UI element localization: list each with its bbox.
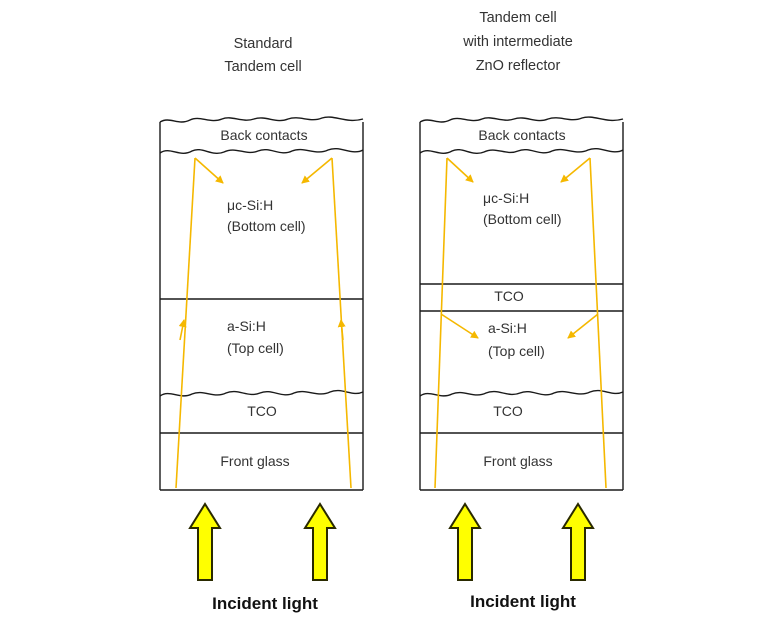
left-ray-2-reflection	[301, 157, 333, 184]
left-title-line1: Standard	[234, 36, 293, 52]
left-ray-1-reflection	[194, 157, 224, 184]
right-ray-1	[434, 157, 448, 489]
right-ray-2-back-reflection	[560, 157, 591, 183]
left-ray-2-arrowhead	[337, 319, 346, 341]
right-back-contacts-label: Back contacts	[478, 127, 565, 143]
left-front-glass-label: Front glass	[220, 453, 289, 469]
right-ray-2	[589, 157, 607, 489]
right-ray-1-back-reflection	[446, 157, 474, 183]
left-back-contacts-label: Back contacts	[220, 127, 307, 143]
left-title-line2: Tandem cell	[224, 59, 301, 75]
left-incident-arrow-2	[303, 502, 337, 581]
right-intermediate-tco-label: TCO	[494, 288, 524, 304]
right-cell-stack	[419, 116, 624, 491]
right-ray-2-zno-reflection	[567, 313, 599, 339]
right-tco-top-edge	[419, 389, 624, 397]
right-bottom-cell-label-1: μc-Si:H	[483, 190, 529, 206]
left-cell-stack	[159, 116, 364, 491]
left-ray-1-arrowhead	[178, 319, 187, 341]
right-ray-1-zno-reflection	[440, 313, 479, 339]
right-tco-label: TCO	[493, 403, 523, 419]
left-back-contact-top-edge	[159, 116, 364, 123]
left-tco-top-edge	[159, 389, 364, 397]
left-incident-arrow-1	[188, 502, 222, 581]
right-back-contact-top-edge	[419, 116, 624, 123]
left-light-rays	[175, 157, 352, 489]
left-bottom-cell-label-1: μc-Si:H	[227, 197, 273, 213]
right-back-contact-bottom-edge	[419, 148, 624, 154]
right-title-line2: with intermediate	[462, 34, 573, 50]
right-incident-arrow-1	[448, 502, 482, 581]
right-title-line3: ZnO reflector	[476, 58, 561, 74]
left-top-cell-label-2: (Top cell)	[227, 340, 284, 356]
left-bottom-cell-label-2: (Bottom cell)	[227, 218, 306, 234]
left-top-cell-label-1: a-Si:H	[227, 318, 266, 334]
right-incident-arrow-2	[561, 502, 595, 581]
right-light-rays	[434, 157, 607, 489]
left-back-contact-bottom-edge	[159, 148, 364, 154]
right-top-cell-label-2: (Top cell)	[488, 343, 545, 359]
left-ray-1	[175, 157, 196, 489]
right-title-line1: Tandem cell	[479, 10, 556, 26]
left-incident-light-label: Incident light	[212, 594, 318, 613]
left-panel: Standard Tandem cell Back contacts μc-Si…	[159, 36, 364, 613]
right-bottom-cell-label-2: (Bottom cell)	[483, 211, 562, 227]
right-front-glass-label: Front glass	[483, 453, 552, 469]
right-incident-light-label: Incident light	[470, 592, 576, 611]
left-tco-label: TCO	[247, 403, 277, 419]
right-panel: Tandem cell with intermediate ZnO reflec…	[419, 10, 624, 611]
right-top-cell-label-1: a-Si:H	[488, 320, 527, 336]
